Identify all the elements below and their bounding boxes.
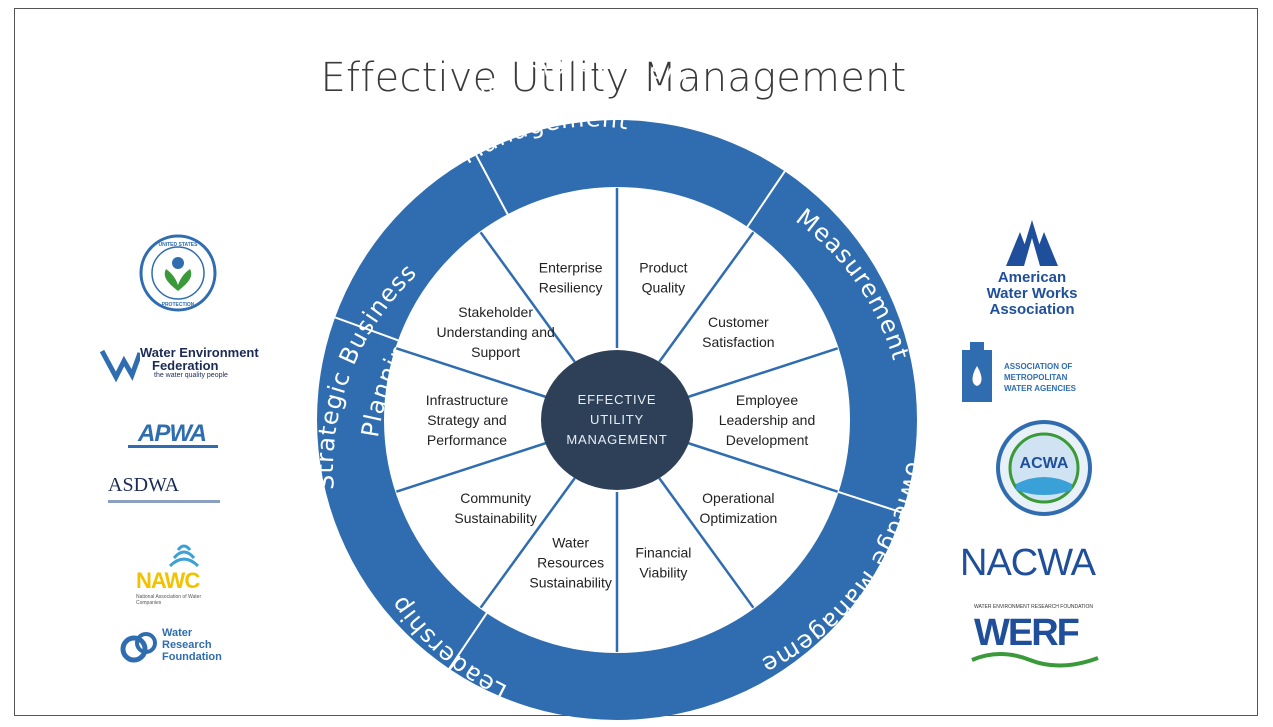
werf-logo: WATER ENVIRONMENT RESEARCH FOUNDATION WE… <box>970 604 1110 670</box>
sector-label-line: Quality <box>642 279 686 295</box>
sector-label-line: Understanding and <box>436 324 554 340</box>
epa-seal-icon: UNITED STATES PROTECTION <box>139 234 217 312</box>
sector-label-line: Support <box>471 344 520 360</box>
werf-wave-icon <box>971 652 1099 668</box>
hub-label-line: MANAGEMENT <box>566 432 667 447</box>
wrf-line1: Water <box>162 627 193 639</box>
sector-label-line: Product <box>639 259 687 275</box>
ring-divider <box>745 170 786 229</box>
wrf-line3: Foundation <box>162 651 222 663</box>
awwa-line3: Association <box>989 301 1075 318</box>
spoke-line <box>479 231 576 363</box>
spoke-line <box>658 231 755 363</box>
sector-label-line: Development <box>726 432 809 448</box>
ring-divider <box>334 316 400 342</box>
sector-label-line: Community <box>460 490 531 506</box>
spoke-line <box>395 441 549 493</box>
sector-label-line: Resiliency <box>539 279 603 295</box>
werf-topline: WATER ENVIRONMENT RESEARCH FOUNDATION <box>974 604 1093 610</box>
sector-label-line: Viability <box>639 565 687 581</box>
spoke-line <box>685 347 839 399</box>
center-hub: EFFECTIVE UTILITY MANAGEMENT <box>541 350 693 490</box>
wef-line1: Water Environment <box>140 345 259 360</box>
nacwa-text: NACWA <box>960 542 1096 584</box>
slide-title: Effective Utility Management <box>320 55 907 101</box>
epa-logo: UNITED STATES PROTECTION <box>138 233 218 313</box>
svg-text:UNITED STATES: UNITED STATES <box>159 242 199 248</box>
wef-wave-icon <box>100 349 140 383</box>
sector-label-line: Sustainability <box>454 510 537 526</box>
awwa-logo: American Water Works Association <box>980 218 1100 328</box>
amwa-building-icon <box>962 342 992 402</box>
sector-label-line: Enterprise <box>539 259 603 275</box>
sector-label-line: Sustainability <box>529 575 612 591</box>
asdwa-logo: ASDWA <box>108 474 228 510</box>
ring-divider <box>475 154 509 216</box>
sector-label-line: Resources <box>537 555 604 571</box>
sector-label-line: Optimization <box>699 510 777 526</box>
amwa-line2: METROPOLITAN <box>1004 373 1068 382</box>
wrf-logo: Water Research Foundation <box>120 625 250 671</box>
sector-label-line: Customer <box>708 314 769 330</box>
svg-text:PROTECTION: PROTECTION <box>162 302 195 308</box>
apwa-logo: APWA <box>128 420 228 450</box>
nawc-subtitle: National Association of Water Companies <box>136 594 202 606</box>
wrf-swirl-icon <box>120 632 157 663</box>
sector-label-line: Strategy and <box>427 412 506 428</box>
signal-waves-icon <box>168 544 200 568</box>
wef-line2: Federation <box>152 358 219 373</box>
awwa-line1: American <box>997 269 1067 286</box>
acwa-seal-icon: ACWA <box>996 420 1092 516</box>
apwa-text: APWA <box>138 420 207 447</box>
hub-label-line: EFFECTIVE <box>578 392 657 407</box>
acwa-text: ACWA <box>1020 455 1069 472</box>
acwa-logo: ACWA <box>994 418 1094 518</box>
nawc-logo: NAWC National Association of Water Compa… <box>136 538 206 618</box>
ring-divider <box>448 611 489 670</box>
amwa-line1: ASSOCIATION OF <box>1004 362 1073 371</box>
sector-label-line: Operational <box>702 490 774 506</box>
hub-disc <box>541 350 693 490</box>
nawc-text: NAWC <box>136 568 200 593</box>
sector-label-line: Satisfaction <box>702 334 774 350</box>
sector-label-line: Employee <box>736 392 798 408</box>
wrf-line2: Research <box>162 639 212 651</box>
hub-label-line: UTILITY <box>590 412 644 427</box>
sector-label-line: Leadership and <box>719 412 816 428</box>
apwa-underline <box>128 445 218 448</box>
spoke-line <box>685 441 839 493</box>
asdwa-text: ASDWA <box>108 474 180 496</box>
sector-label-line: Financial <box>635 545 691 561</box>
sector-label-line: Performance <box>427 432 507 448</box>
sector-label-line: Stakeholder <box>458 304 533 320</box>
sector-label-line: Water <box>552 535 589 551</box>
wef-logo: Water Environment Federation the water q… <box>100 345 280 385</box>
spoke-line <box>395 347 549 399</box>
ring-divider <box>837 490 903 514</box>
spoke-line <box>658 477 755 609</box>
asdwa-underline <box>108 500 220 503</box>
amwa-line3: WATER AGENCIES <box>1004 384 1077 393</box>
werf-text: WERF <box>974 612 1080 654</box>
awwa-line2: Water Works <box>986 285 1078 302</box>
nacwa-logo: NACWA <box>960 542 1120 586</box>
wef-tagline: the water quality people <box>154 372 228 379</box>
awwa-drops-icon <box>1006 220 1058 266</box>
sector-label-line: Infrastructure <box>426 392 509 408</box>
spoke-line <box>479 477 576 609</box>
amwa-logo: ASSOCIATION OF METROPOLITAN WATER AGENCI… <box>960 340 1120 406</box>
